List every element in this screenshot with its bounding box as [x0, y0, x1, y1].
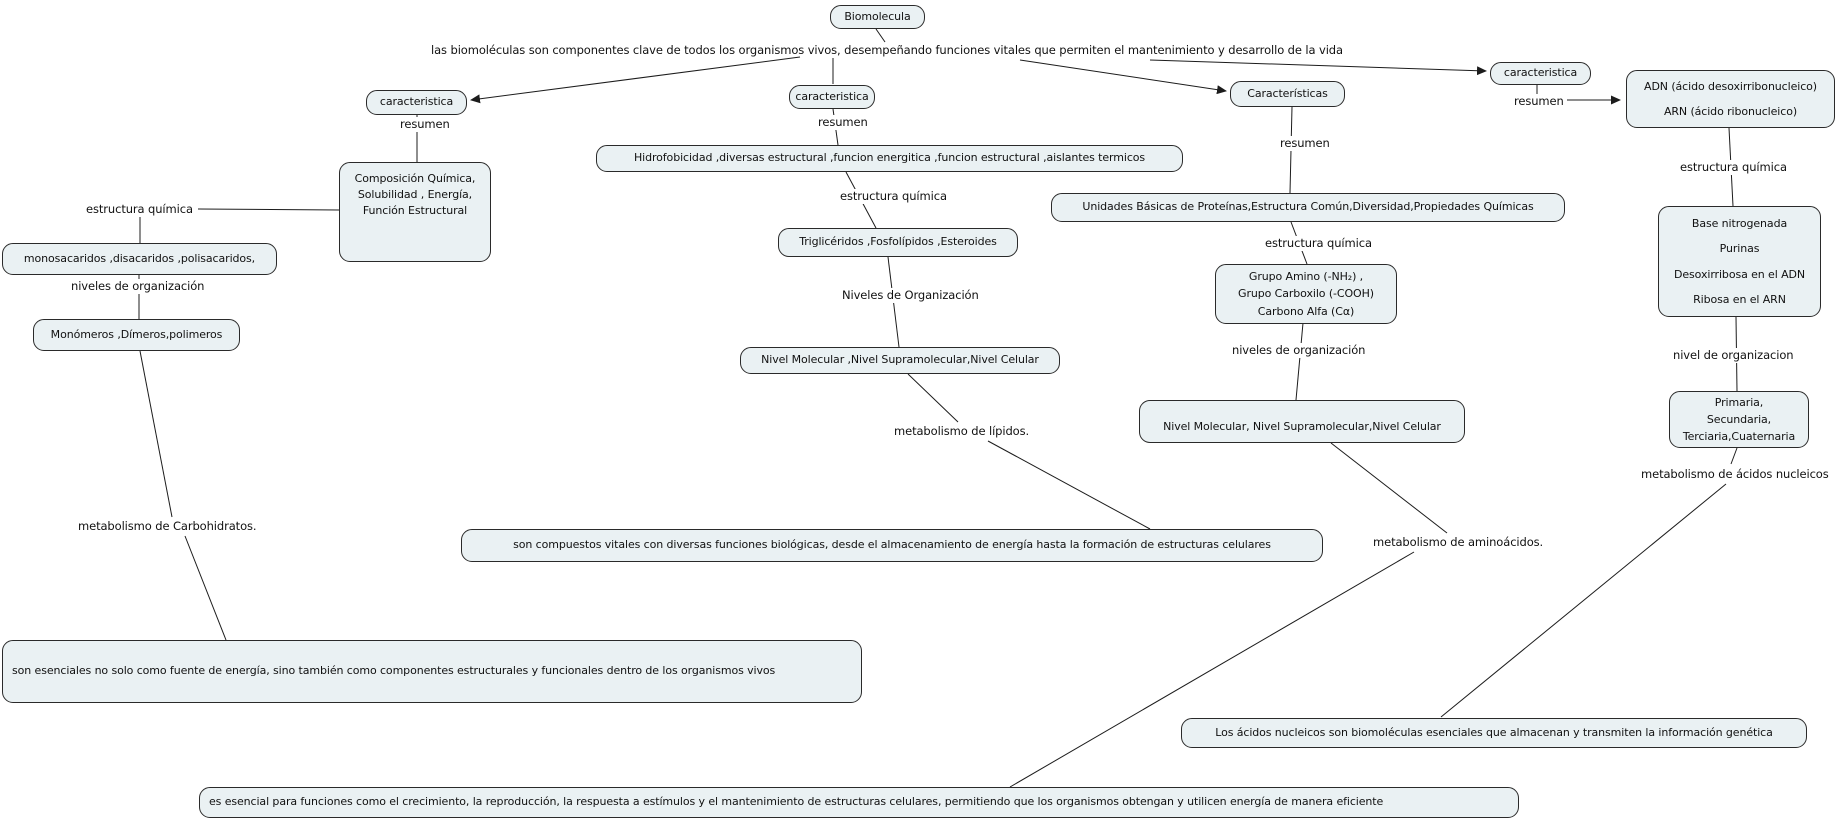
concept-carbs-summary[interactable]: Composición Química, Solubilidad , Energ… [339, 162, 491, 262]
concept-nucleic-niveles[interactable]: Primaria, Secundaria, Terciaria,Cuaterna… [1669, 391, 1809, 448]
concept-lipids-niveles[interactable]: Nivel Molecular ,Nivel Supramolecular,Ni… [740, 347, 1060, 374]
concept-lipids-summary[interactable]: Hidrofobicidad ,diversas estructural ,fu… [596, 145, 1183, 172]
edge-carbs-summary-estructura [197, 208, 340, 211]
concept-nucleic-metabolismo[interactable]: Los ácidos nucleicos son biomoléculas es… [1181, 718, 1807, 748]
label-nucleic-estructura-quimica[interactable]: estructura química [1678, 160, 1789, 175]
label-proteins-niveles[interactable]: niveles de organización [1230, 343, 1368, 358]
concept-lipids-metabolismo[interactable]: son compuestos vitales con diversas func… [461, 529, 1323, 562]
edge-nucleic-metab-box [1440, 483, 1727, 718]
label-carbs-resumen[interactable]: resumen [398, 117, 452, 132]
concept-nucleic-estructura[interactable]: Base nitrogenada Purinas Desoxirribosa e… [1658, 206, 1821, 317]
label-lipids-resumen[interactable]: resumen [816, 115, 870, 130]
concept-proteins-summary[interactable]: Unidades Básicas de Proteínas,Estructura… [1051, 193, 1565, 222]
concept-carbs-estructura[interactable]: monosacaridos ,disacaridos ,polisacarido… [2, 243, 277, 275]
label-carbs-estructura-quimica[interactable]: estructura química [84, 202, 195, 217]
link-node-lipids-caracteristica[interactable]: caracteristica [789, 85, 875, 109]
concept-lipids-estructura[interactable]: Triglicéridos ,Fosfolípidos ,Esteroides [778, 228, 1018, 257]
statement-text[interactable]: las biomoléculas son componentes clave d… [431, 43, 1343, 57]
label-carbs-niveles[interactable]: niveles de organización [69, 279, 207, 294]
concept-root[interactable]: Biomolecula [830, 5, 925, 29]
edge-carbs-monomeros-metab [139, 350, 173, 518]
label-nucleic-niveles[interactable]: nivel de organizacion [1671, 348, 1796, 363]
link-node-nucleic-caracteristica[interactable]: caracteristica [1490, 62, 1591, 85]
edge-nucleic-primaria-metab [1730, 447, 1738, 465]
concept-carbs-metabolismo[interactable]: son esenciales no solo como fuente de en… [2, 640, 862, 703]
label-carbs-metabolismo[interactable]: metabolismo de Carbohidratos. [76, 519, 259, 534]
label-proteins-metabolismo[interactable]: metabolismo de aminoácidos. [1371, 535, 1546, 550]
edge-lipids-niveles-metab [907, 373, 959, 423]
label-proteins-estructura-quimica[interactable]: estructura química [1263, 236, 1374, 251]
concept-proteins-estructura[interactable]: Grupo Amino (-NH₂) , Grupo Carboxilo (-C… [1215, 264, 1397, 324]
concept-proteins-niveles[interactable]: Nivel Molecular, Nivel Supramolecular,Ni… [1139, 400, 1465, 443]
label-lipids-estructura-quimica[interactable]: estructura química [838, 189, 949, 204]
link-node-carbs-caracteristica[interactable]: caracteristica [366, 90, 467, 115]
concept-proteins-metabolismo[interactable]: es esencial para funciones como el creci… [199, 787, 1519, 818]
label-lipids-metabolismo[interactable]: metabolismo de lípidos. [892, 424, 1032, 439]
edge-proteins-metab-box [1009, 551, 1415, 788]
edge-statement-carbs [470, 56, 801, 104]
label-proteins-resumen[interactable]: resumen [1278, 136, 1332, 151]
edge-lipids-metab-box [987, 440, 1151, 530]
edge-statement-nucleic [1149, 59, 1487, 76]
concept-nucleic-summary[interactable]: ADN (ácido desoxirribonucleico) ARN (áci… [1626, 70, 1835, 128]
label-nucleic-metabolismo[interactable]: metabolismo de ácidos nucleicos [1639, 467, 1831, 482]
label-lipids-niveles[interactable]: Niveles de Organización [840, 288, 981, 303]
link-node-proteins-caracteristicas[interactable]: Características [1230, 81, 1345, 107]
edge-statement-proteins [1019, 59, 1227, 95]
edge-proteins-niveles-metab [1330, 442, 1448, 534]
edge-root-statement [875, 28, 886, 43]
label-nucleic-resumen[interactable]: resumen [1512, 94, 1566, 109]
edge-carbs-metab-box [184, 535, 227, 641]
edge-proteins-estructura-niveles [1295, 322, 1304, 401]
concept-carbs-niveles[interactable]: Monómeros ,Dímeros,polimeros [33, 319, 240, 351]
